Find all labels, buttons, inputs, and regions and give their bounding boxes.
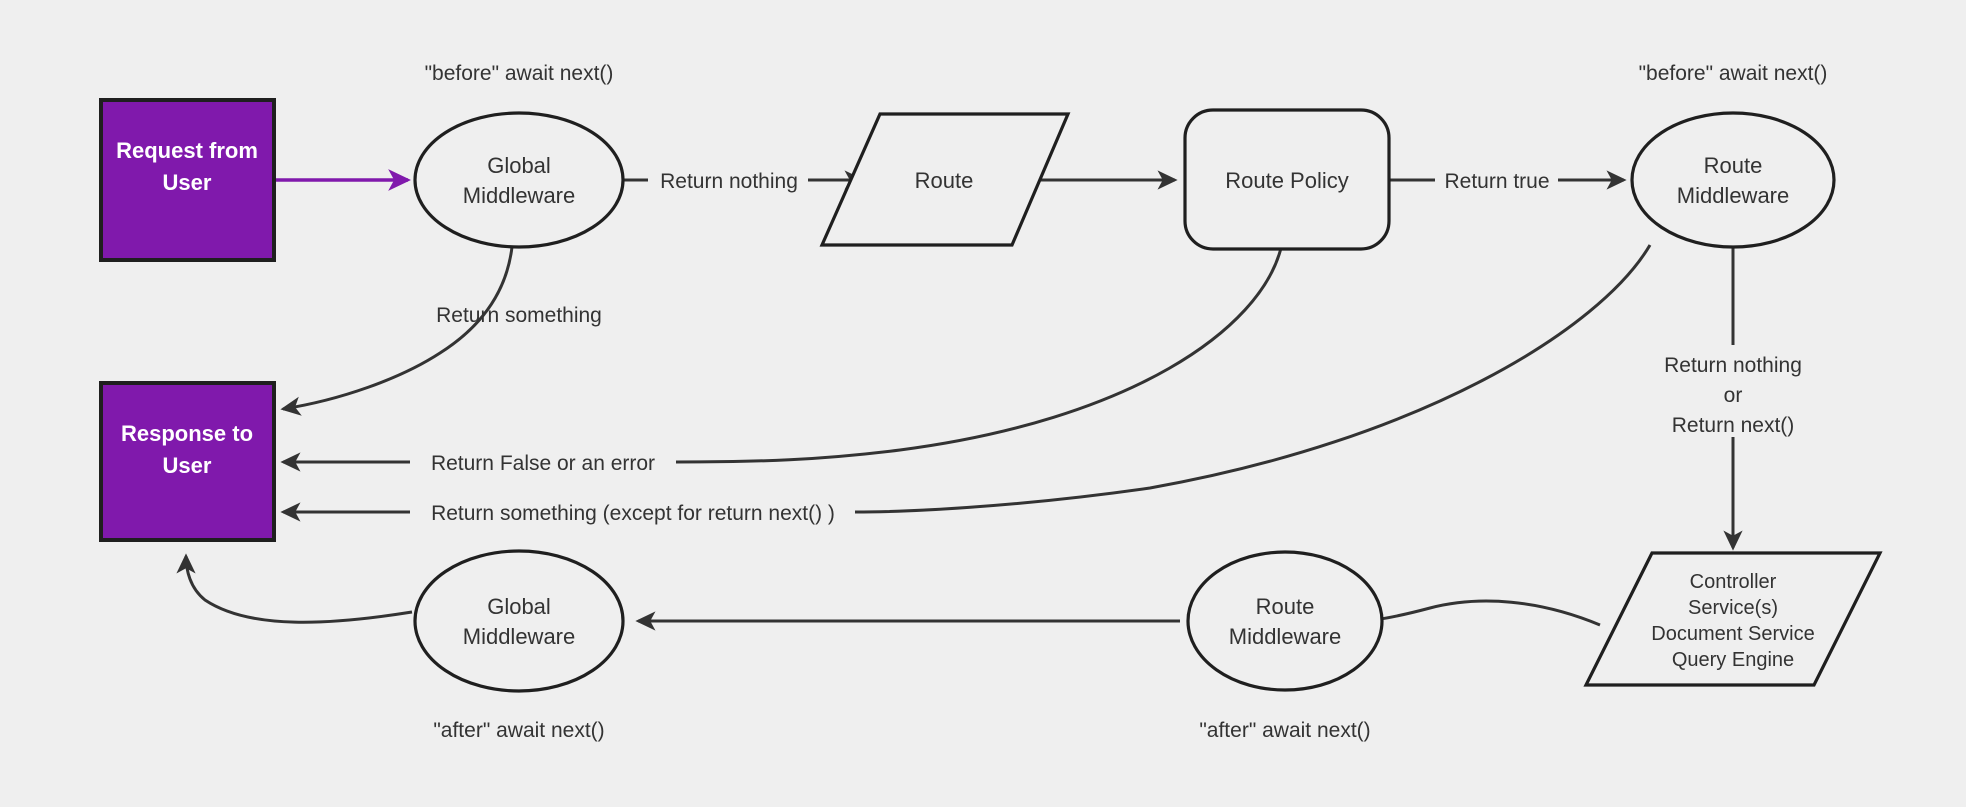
request-from-user-line2: User [163,170,212,195]
controller-line3: Document Service [1651,623,1814,645]
controller-line1: Controller [1690,571,1777,593]
label-return-nothing-or-next-line3: Return next() [1672,414,1795,437]
edge-route-middleware-return-something-head [854,244,1652,514]
node-route[interactable]: Route [819,112,1071,247]
edge-global-middleware-return-something [280,246,514,416]
label-return-nothing: Return nothing [660,170,798,193]
response-to-user-line1: Response to [121,421,253,446]
global-middleware-before-line1: Global [487,153,551,178]
label-before-await-next-global: "before" await next() [425,62,614,85]
label-return-true: Return true [1444,170,1549,193]
route-middleware-after-line1: Route [1256,594,1315,619]
label-return-nothing-or-next-line2: or [1724,384,1743,407]
route-middleware-before-line1: Route [1704,153,1763,178]
node-route-middleware-before[interactable]: Route Middleware [1630,111,1836,249]
global-middleware-after-line2: Middleware [463,624,576,649]
node-route-policy[interactable]: Route Policy [1183,108,1391,251]
route-middleware-before-line2: Middleware [1677,183,1790,208]
global-middleware-before-line2: Middleware [463,183,576,208]
edge-route-policy-return-false-head [675,247,1283,464]
node-global-middleware-before[interactable]: Global Middleware [413,111,625,249]
label-return-nothing-or-next-line1: Return nothing [1664,354,1802,377]
node-request-from-user[interactable]: Request from User [99,98,276,262]
label-after-await-next-route: "after" await next() [1199,719,1370,742]
node-route-middleware-after[interactable]: Route Middleware [1186,550,1384,692]
label-before-await-next-route: "before" await next() [1639,62,1828,85]
response-to-user-line2: User [163,453,212,478]
route-policy-label: Route Policy [1225,168,1349,193]
route-label: Route [915,168,974,193]
request-from-user-line1: Request from [116,138,258,163]
edge-global-middleware-after-to-response [176,553,413,624]
node-controller-services[interactable]: Controller Service(s) Document Service Q… [1583,551,1883,687]
controller-line4: Query Engine [1672,649,1794,671]
route-middleware-after-line2: Middleware [1229,624,1342,649]
controller-line2: Service(s) [1688,597,1778,619]
label-return-false-or-error: Return False or an error [431,452,655,475]
label-after-await-next-global: "after" await next() [433,719,604,742]
label-return-something-except-next: Return something (except for return next… [431,502,835,525]
global-middleware-after-line1: Global [487,594,551,619]
label-return-something: Return something [436,304,602,327]
node-global-middleware-after[interactable]: Global Middleware [413,549,625,693]
edge-controller-to-route-middleware-after [1360,599,1601,630]
node-response-to-user[interactable]: Response to User [99,381,276,542]
